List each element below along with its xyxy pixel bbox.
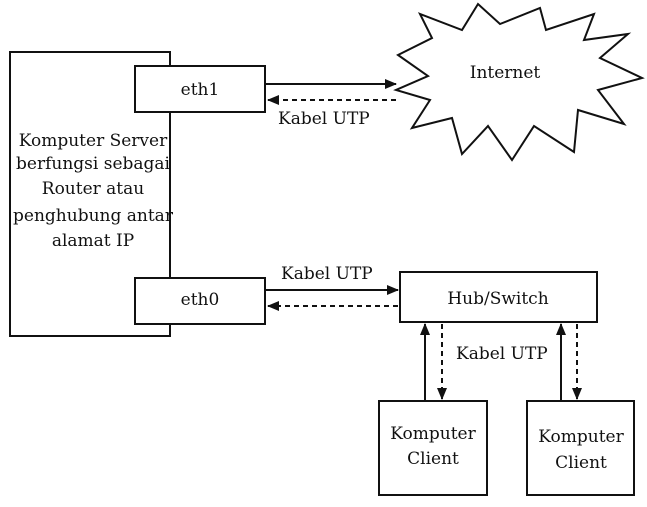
cable-label-middle: Kabel UTP — [281, 264, 373, 284]
cable-label-bottom: Kabel UTP — [456, 344, 548, 364]
hub-switch-label: Hub/Switch — [447, 289, 548, 309]
server-label-line-4: penghubung antar — [13, 206, 174, 226]
client-right-label-line-2: Client — [555, 453, 607, 473]
eth0-interface: eth0 — [134, 277, 266, 325]
server-label-line-3: Router atau — [42, 179, 145, 199]
internet-cloud: Internet — [393, 2, 645, 162]
client-left-node: Komputer Client — [378, 400, 488, 496]
client-left-label-line-1: Komputer — [390, 424, 476, 444]
hub-switch-node: Hub/Switch — [399, 271, 598, 323]
client-right-label-line-1: Komputer — [538, 427, 624, 447]
internet-label: Internet — [470, 63, 541, 83]
eth1-interface: eth1 — [134, 65, 266, 113]
client-right-node: Komputer Client — [526, 400, 635, 496]
cable-label-top: Kabel UTP — [278, 109, 370, 129]
eth1-label: eth1 — [181, 80, 220, 100]
client-left-label-line-2: Client — [407, 449, 459, 469]
eth0-label: eth0 — [181, 290, 220, 310]
server-label-line-2: berfungsi sebagai — [16, 154, 171, 174]
server-label-line-5: alamat IP — [52, 231, 134, 251]
server-label-line-1: Komputer Server — [19, 131, 168, 151]
